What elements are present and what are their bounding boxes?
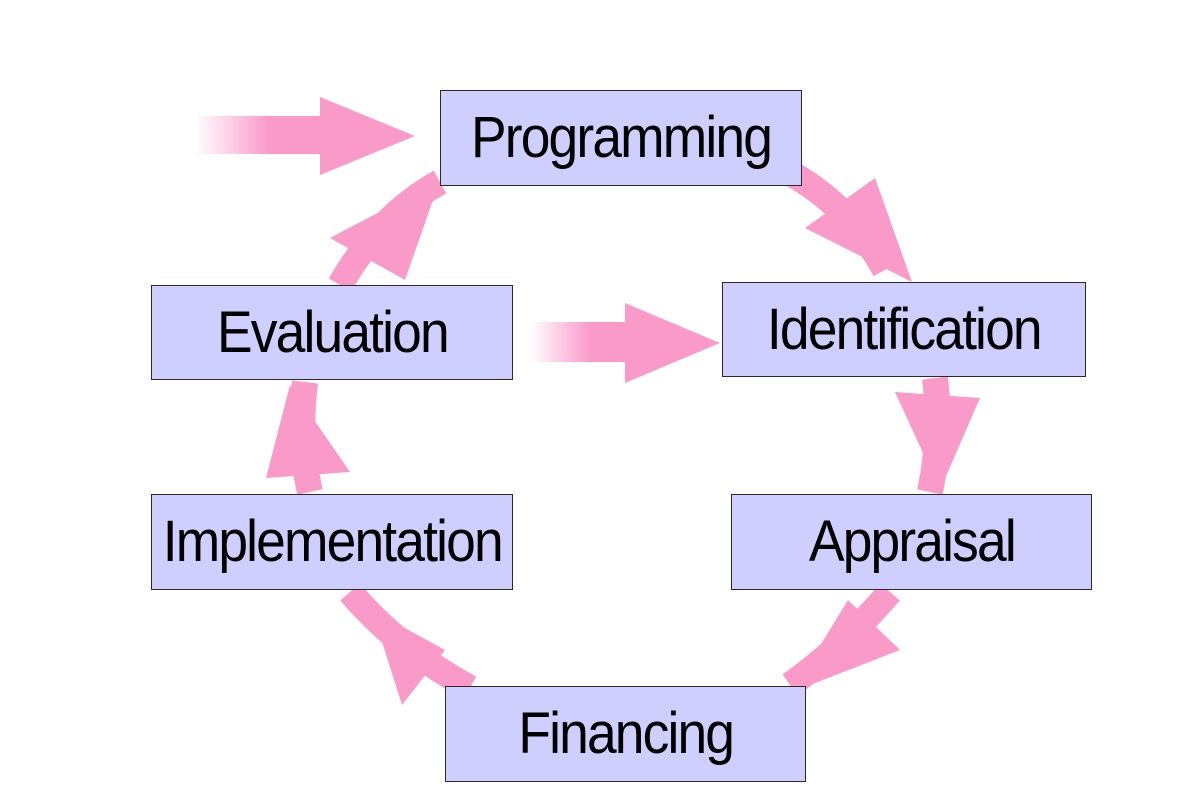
arrowhead-to-appraisal	[895, 392, 980, 490]
arrowhead-to-implementation	[372, 610, 445, 705]
node-identification: Identification	[722, 282, 1086, 377]
node-implementation: Implementation	[151, 494, 513, 590]
node-identification-label: Identification	[767, 296, 1043, 362]
evaluation-to-identification-arrow	[530, 303, 720, 383]
node-implementation-label: Implementation	[162, 509, 503, 574]
arrowhead-to-financing	[792, 600, 900, 692]
node-programming: Programming	[440, 90, 802, 186]
arrowhead-to-evaluation	[266, 385, 350, 478]
node-financing-label: Financing	[518, 701, 735, 766]
node-appraisal-label: Appraisal	[808, 509, 1017, 574]
node-evaluation-label: Evaluation	[216, 299, 450, 365]
node-financing: Financing	[445, 686, 806, 782]
node-programming-label: Programming	[470, 105, 773, 170]
node-appraisal: Appraisal	[731, 494, 1092, 590]
node-evaluation: Evaluation	[151, 285, 513, 380]
arrowhead-to-programming	[330, 180, 440, 280]
entry-arrow	[195, 97, 415, 175]
arrowhead-to-identification	[805, 178, 912, 282]
